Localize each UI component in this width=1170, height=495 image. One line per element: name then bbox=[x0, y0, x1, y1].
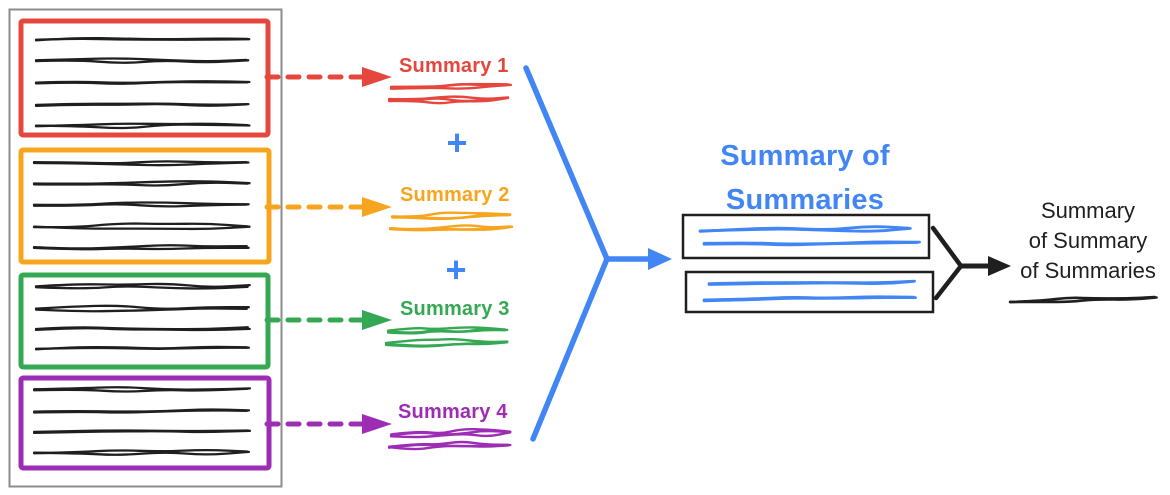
text-line-scribble bbox=[34, 123, 251, 130]
dashed-arrow-summary-1 bbox=[264, 67, 392, 87]
summary-3-label: Summary 3 bbox=[400, 298, 510, 320]
summary-of-summaries-box-1 bbox=[681, 213, 931, 260]
summary-3-scribble bbox=[386, 328, 507, 335]
text-line-scribble bbox=[34, 80, 249, 85]
text-line-scribble bbox=[34, 307, 248, 313]
merge-connector bbox=[523, 65, 672, 442]
plus-icon: + bbox=[446, 122, 468, 163]
text-line-scribble bbox=[32, 181, 249, 187]
text-line-scribble bbox=[34, 59, 250, 64]
text-line-scribble bbox=[34, 102, 248, 107]
title-line-2: Summaries bbox=[725, 184, 885, 216]
final-scribble bbox=[1008, 296, 1158, 304]
text-line-scribble bbox=[32, 222, 249, 229]
summary-2-label: Summary 2 bbox=[400, 184, 510, 206]
final-arrow-icon bbox=[988, 256, 1011, 276]
text-line-scribble bbox=[34, 37, 251, 41]
summary-3-scribble bbox=[386, 326, 507, 332]
text-line-scribble bbox=[32, 225, 251, 231]
text-line-scribble bbox=[32, 387, 249, 393]
final-line-1: Summary bbox=[1040, 198, 1136, 223]
summary-of-summaries-title: Summary of Summaries bbox=[680, 134, 930, 222]
summary-3-scribble bbox=[384, 338, 509, 345]
summary-1-scribble bbox=[389, 83, 513, 90]
sos-scribble bbox=[707, 280, 914, 286]
merge-arrow-icon bbox=[648, 248, 672, 270]
summary-1-scribble bbox=[387, 96, 510, 105]
combine-connector bbox=[930, 225, 1011, 301]
dashed-arrow-summary-4 bbox=[264, 414, 392, 434]
title-line-1: Summary of bbox=[720, 140, 890, 172]
text-line-scribble bbox=[34, 285, 249, 290]
text-line-scribble bbox=[34, 282, 251, 288]
text-line-scribble bbox=[32, 429, 252, 434]
summary-4-scribble bbox=[389, 431, 512, 439]
sos-scribble bbox=[698, 227, 912, 233]
summary-2-scribble bbox=[390, 213, 512, 221]
scribble-layer bbox=[32, 36, 1158, 456]
text-line-scribble bbox=[32, 203, 248, 208]
text-line-scribble bbox=[32, 448, 249, 455]
final-line-3: of Summaries bbox=[1020, 258, 1156, 283]
plus-icon: + bbox=[445, 249, 467, 290]
summary-2-scribble bbox=[388, 225, 512, 232]
summary-of-summaries-box-2 bbox=[684, 270, 935, 314]
summary-1-label: Summary 1 bbox=[399, 55, 509, 77]
sos-scribble bbox=[702, 241, 919, 247]
dashed-arrow-summary-3 bbox=[264, 310, 392, 330]
text-line-scribble bbox=[32, 409, 249, 414]
summary-4-scribble bbox=[387, 444, 510, 451]
sos-scribble bbox=[702, 296, 917, 303]
summary-2-scribble bbox=[390, 211, 512, 218]
text-line-scribble bbox=[32, 161, 250, 167]
final-line-2: of Summary bbox=[1028, 228, 1148, 253]
text-line-scribble bbox=[34, 327, 251, 332]
summary-4-label: Summary 4 bbox=[398, 401, 508, 423]
text-line-scribble bbox=[32, 450, 251, 456]
text-line-scribble bbox=[32, 246, 250, 251]
final-summary-label: Summary of Summary of Summaries bbox=[1008, 196, 1168, 286]
text-line-scribble bbox=[34, 346, 250, 350]
summary-3-scribble bbox=[384, 341, 509, 348]
dashed-arrow-summary-2 bbox=[264, 197, 392, 217]
